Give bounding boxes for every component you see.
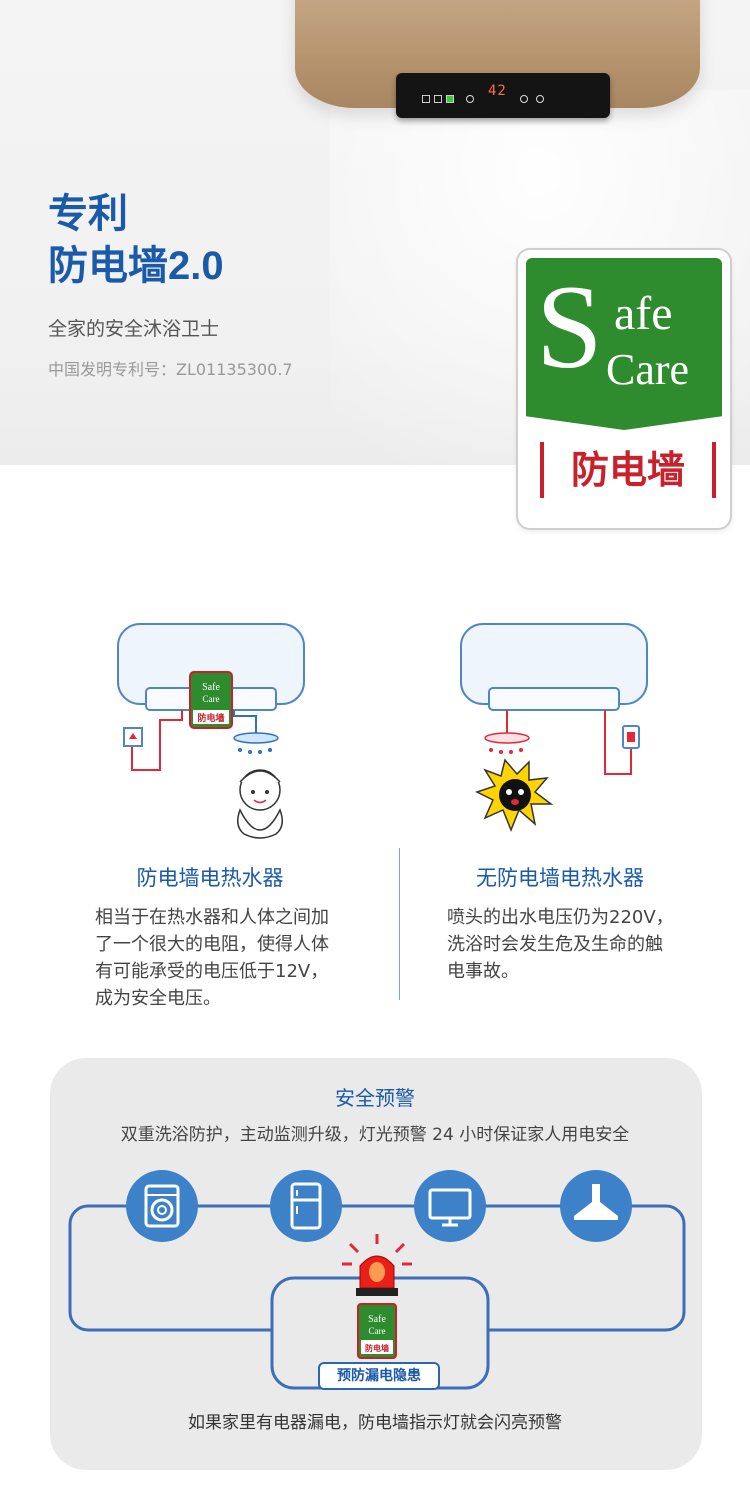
shower-head-icon <box>233 732 279 744</box>
refrigerator-icon <box>270 1170 342 1242</box>
with-protection-title: 防电墙电热水器 <box>136 866 284 890</box>
comparison-divider <box>399 848 400 1000</box>
safety-warning-title: 安全预警 <box>335 1086 415 1110</box>
panel-button-icon <box>422 95 430 103</box>
prevent-leakage-label: 预防漏电隐患 <box>318 1362 440 1390</box>
with-protection-description: 相当于在热水器和人体之间加 了一个很大的电阻，使得人体 有可能承受的电压低于12… <box>95 904 385 1012</box>
range-hood-icon <box>560 1170 632 1242</box>
live-water-drops-icon <box>489 748 523 754</box>
with-protection-illustration: Safe Care 防电墙 <box>117 623 305 839</box>
without-protection-description: 喷头的出水电压仍为220V， 洗浴时会发生危及生命的触 电事故。 <box>447 904 737 985</box>
hero-title-line1: 专利 <box>48 192 128 236</box>
electric-shock-icon <box>475 758 554 833</box>
panel-indicator-icon <box>446 95 454 103</box>
water-pipe <box>233 710 257 734</box>
power-wire <box>131 710 183 771</box>
with-protection-line: 了一个很大的电阻，使得人体 <box>95 934 329 955</box>
mini-badge-care: Care <box>203 694 220 704</box>
socket-arrow-icon <box>129 733 137 739</box>
panel-button-icon <box>520 95 528 103</box>
badge-care-text: Care <box>606 345 690 394</box>
safe-care-badge: S afe Care 防电墙 <box>516 248 732 530</box>
without-protection-line: 电事故。 <box>447 961 519 982</box>
happy-person-icon <box>237 769 283 839</box>
badge-green-panel: S afe Care <box>526 258 722 430</box>
without-protection-line: 喷头的出水电压仍为220V， <box>447 907 674 928</box>
hero-title-line2: 防电墙2.0 <box>48 244 224 288</box>
safety-warning-subtitle: 双重洗浴防护，主动监测升级，灯光预警 24 小时保证家人用电安全 <box>120 1125 630 1145</box>
badge-s-letter: S <box>536 260 603 393</box>
mini-badge-label-bg <box>193 710 229 724</box>
with-protection-line: 相当于在热水器和人体之间加 <box>95 907 329 928</box>
water-drops-icon <box>238 748 272 754</box>
temperature-display: 42 <box>488 83 507 99</box>
panel-button-icon <box>466 95 474 103</box>
badge-chinese-text: 防电墙 <box>540 442 716 498</box>
washing-machine-icon <box>126 1170 198 1242</box>
hero-title: 专利 防电墙2.0 <box>48 188 224 292</box>
shower-head-icon <box>484 732 530 744</box>
alarm-badge-cn: 防电墙 <box>365 1343 389 1353</box>
with-protection-line: 成为安全电压。 <box>95 988 221 1009</box>
panel-button-icon <box>434 95 442 103</box>
heater-control-panel: 42 <box>396 73 610 118</box>
plug-indicator <box>627 732 635 742</box>
alarm-badge-safe: Safe <box>368 1314 386 1325</box>
hero-subtitle: 全家的安全沐浴卫士 <box>48 318 220 340</box>
monitor-icon <box>414 1170 486 1242</box>
without-protection-line: 洗浴时会发生危及生命的触 <box>447 934 663 955</box>
power-wire <box>604 710 632 775</box>
alarm-badge-care: Care <box>369 1326 386 1336</box>
badge-safe-text: afe <box>614 287 673 340</box>
panel-button-icon <box>536 95 544 103</box>
without-protection-title: 无防电墙电热水器 <box>476 866 644 890</box>
with-protection-line: 有可能承受的电压低于12V， <box>95 961 329 982</box>
alarm-rays-icon <box>342 1234 412 1266</box>
mini-badge-safe: Safe <box>202 682 220 693</box>
mini-badge-cn: 防电墙 <box>197 712 224 724</box>
without-protection-illustration <box>460 623 648 833</box>
alarm-light-icon: Safe Care 防电墙 <box>342 1234 412 1359</box>
safety-warning-footer: 如果家里有电器漏电，防电墙指示灯就会闪亮预警 <box>188 1413 562 1433</box>
heater-panel-outline <box>488 687 620 711</box>
patent-number: 中国发明专利号：ZL01135300.7 <box>48 360 293 379</box>
